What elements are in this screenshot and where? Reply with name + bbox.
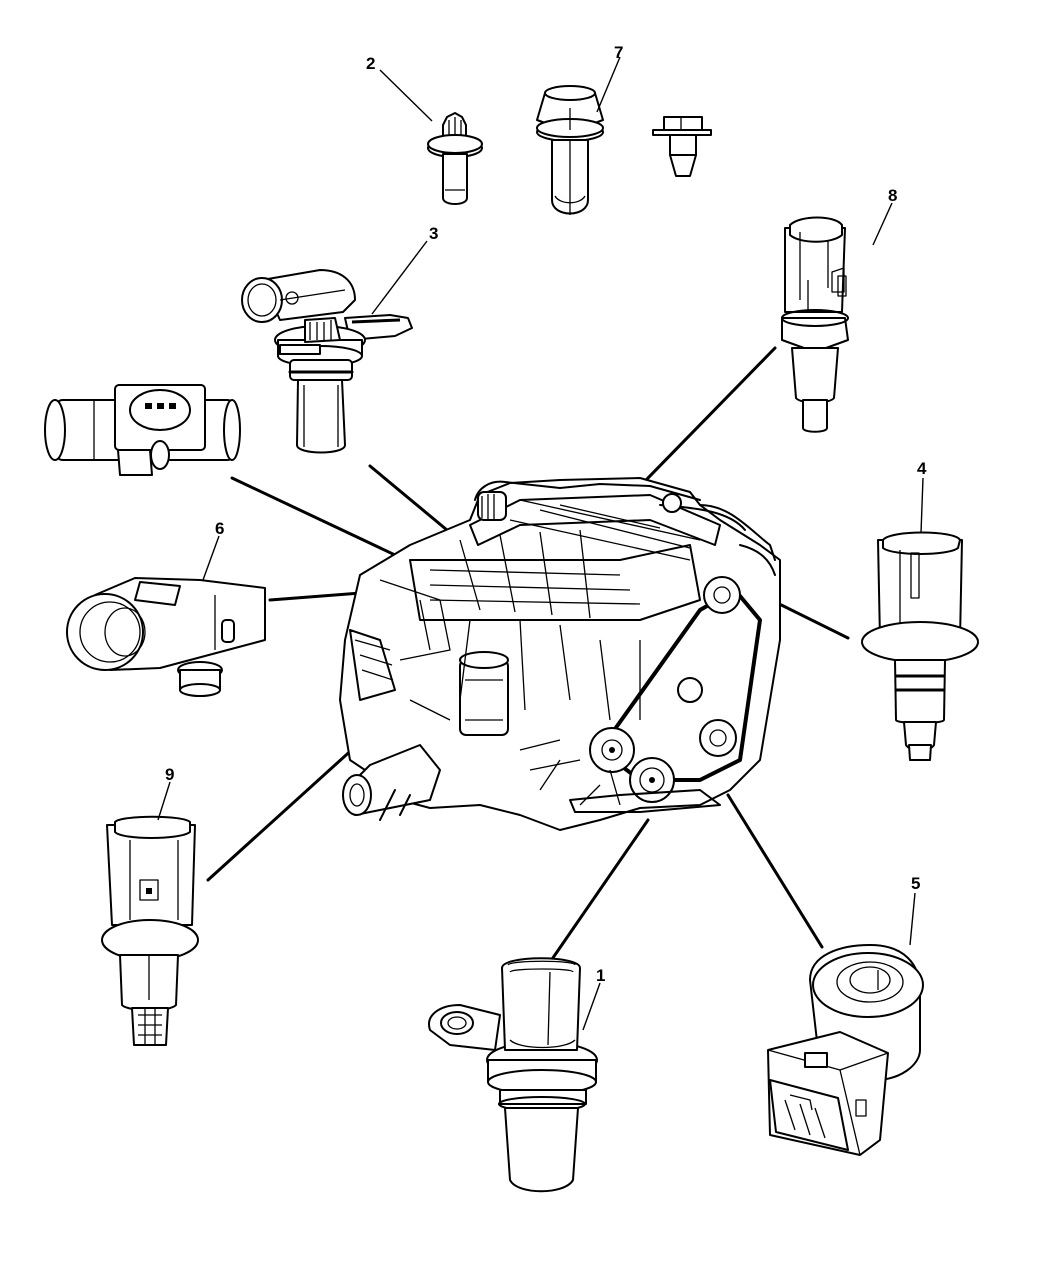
part-7-hex-bolt[interactable]	[536, 85, 604, 215]
part-1-crankshaft-sensor[interactable]	[428, 957, 598, 1193]
callout-4: 4	[917, 459, 927, 478]
part-maf-sensor[interactable]	[44, 384, 241, 476]
leader-line-1	[582, 982, 601, 1031]
pointer-line-1	[546, 818, 650, 967]
callout-8: 8	[888, 186, 897, 205]
part-5-knock-sensor[interactable]	[767, 944, 924, 1156]
leader-line-5	[909, 892, 916, 946]
pointer-line-5	[726, 793, 824, 949]
leader-line-9	[157, 781, 171, 821]
part-3-camshaft-sensor[interactable]	[241, 269, 413, 454]
leader-line-4	[920, 477, 924, 534]
callout-3: 3	[429, 224, 438, 243]
callout-9: 9	[165, 765, 174, 784]
part-9-coolant-sensor[interactable]	[101, 815, 199, 1046]
callout-5: 5	[911, 874, 920, 893]
engine-assembly	[339, 477, 781, 831]
leader-line-7	[596, 56, 621, 113]
leader-line-8	[872, 202, 893, 246]
part-2-torx-bolt[interactable]	[427, 112, 483, 205]
part-8-pressure-sensor[interactable]	[781, 216, 849, 433]
pointer-line-maf	[230, 476, 414, 565]
leader-line-2	[379, 69, 433, 122]
callout-2: 2	[366, 54, 375, 73]
part-6-map-sensor[interactable]	[66, 577, 266, 697]
leader-line-3	[371, 240, 428, 315]
callout-7: 7	[614, 43, 623, 62]
part-push-pin-fastener[interactable]	[652, 116, 712, 177]
leader-line-6	[202, 535, 220, 581]
callout-6: 6	[215, 519, 224, 538]
callout-1: 1	[596, 966, 605, 985]
part-4-temperature-sensor[interactable]	[861, 531, 979, 761]
